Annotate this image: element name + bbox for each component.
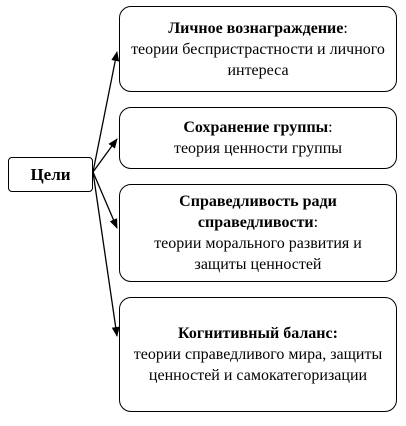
goals-root-node: Цели: [8, 157, 93, 192]
goal-heading-line: Личное вознаграждение:: [168, 18, 348, 39]
arrow-to-goal-1: [92, 51, 120, 173]
goal-heading: Когнитивный баланс:: [178, 325, 338, 342]
goal-description: теории морального развития и защиты ценн…: [154, 235, 362, 273]
goal-heading-line: Справедливость ради справедливости:: [120, 191, 396, 233]
goal-heading-suffix: :: [328, 119, 333, 136]
goal-description: теории справедливого мира, защиты ценнос…: [133, 346, 383, 384]
goal-node-justice-for-justice: Справедливость ради справедливости: теор…: [119, 184, 397, 282]
goals-root-label: Цели: [30, 165, 71, 184]
arrow-to-goal-4: [92, 171, 120, 337]
goal-description: теории беспристрастности и личного интер…: [131, 40, 385, 79]
goal-node-group-preservation: Сохранение группы: теория ценности групп…: [119, 107, 397, 169]
goal-heading: Сохранение группы: [183, 119, 329, 136]
goal-heading: Справедливость ради справедливости: [179, 193, 337, 231]
goal-node-personal-reward: Личное вознаграждение: теории беспристра…: [119, 6, 397, 92]
goal-heading-line: Когнитивный баланс:: [178, 323, 338, 344]
arrow-to-goal-2: [92, 138, 118, 173]
goal-heading-suffix: :: [343, 19, 348, 37]
arrow-to-goal-3: [92, 171, 118, 229]
goal-heading-line: Сохранение группы:: [183, 117, 332, 138]
goal-heading: Личное вознаграждение: [168, 19, 344, 37]
goal-node-cognitive-balance: Когнитивный баланс: теории справедливого…: [119, 297, 397, 412]
goal-heading-suffix: :: [313, 214, 319, 231]
goal-description: теория ценности группы: [173, 140, 343, 157]
